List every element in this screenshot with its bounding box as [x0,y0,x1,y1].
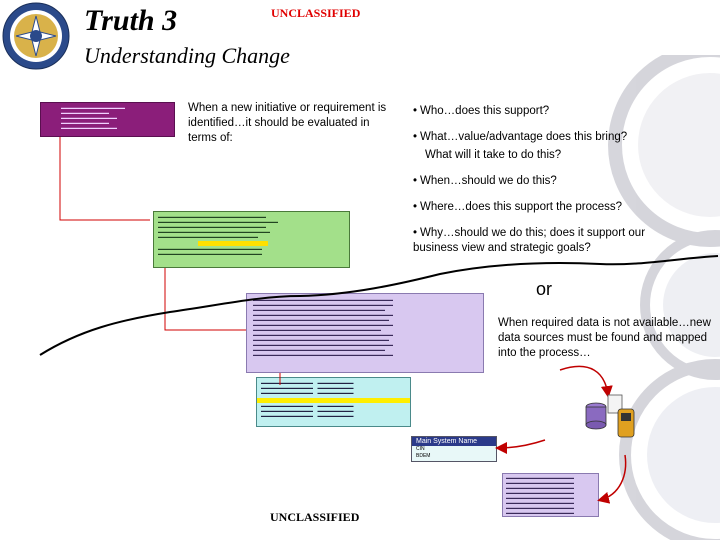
database-icon [585,402,607,430]
classification-top-label: UNCLASSIFIED [271,6,361,20]
bullet-why: •Why…should we do this; does it support … [413,227,646,254]
intro-paragraph: When a new initiative or requirement is … [188,102,387,144]
classification-bottom-label: UNCLASSIFIED [270,510,360,524]
document-icon [607,394,623,414]
or-divider-text: or [536,279,553,299]
cyan-thumbnail-table: ▬▬▬▬▬▬▬▬▬▬▬▬▬ ▬▬▬▬▬▬▬▬▬▬▬▬▬▬▬▬▬▬▬▬▬▬ ▬▬▬… [256,377,411,427]
bullet-what-take: What will it take to do this? [425,149,562,161]
page-title: Truth 3 [84,4,178,37]
green-table-highlight [198,241,268,246]
main-system-row-2: BDEM [416,453,431,459]
data-sources-note: When required data is not available…new … [498,317,711,359]
main-system-row-1: CIN [416,446,425,452]
green-thumbnail-table: ▬▬▬▬▬▬▬▬▬▬▬▬▬▬▬▬▬▬▬▬▬▬▬▬▬▬▬▬▬▬▬▬▬▬▬▬▬▬▬▬… [153,211,350,268]
connector-purple-to-green [59,137,150,221]
evaluation-bullet-list: •Who…does this support? •What…value/adva… [413,104,663,267]
bullet-where: •Where…does this support the process? [413,201,623,213]
main-system-name-box: Main System Name CIN BDEM [411,436,497,462]
page-subtitle: Understanding Change [84,43,290,68]
data-source-icons [585,394,635,438]
bullet-when: •When…should we do this? [413,175,557,187]
lavender-thumbnail-table: ▬▬▬▬▬▬▬▬▬▬▬▬▬▬▬▬▬▬▬▬▬▬▬▬▬▬▬▬▬▬▬▬▬▬▬▬▬▬▬▬… [246,293,484,373]
arrow-to-system-box [495,439,546,454]
purple-thumbnail-table: ▬▬▬▬▬▬▬▬▬▬▬▬▬▬▬▬▬▬▬▬▬▬▬▬▬▬▬▬▬▬▬▬▬▬▬▬▬▬▬▬… [40,102,175,137]
dod-seal-logo [2,2,70,70]
cyan-table-highlight [257,398,410,403]
connector-green-to-lavender [164,268,246,331]
main-system-header: Main System Name [412,437,496,446]
location-thumbnail-table: ▬▬▬▬▬▬▬▬▬▬▬▬▬▬▬▬▬▬▬▬▬▬▬▬▬▬▬▬▬▬▬▬▬▬▬▬▬▬▬▬… [502,473,599,517]
handheld-device-icon [617,408,635,438]
bullet-who: •Who…does this support? [413,105,550,117]
bullet-what-value: •What…value/advantage does this bring? [413,131,628,143]
